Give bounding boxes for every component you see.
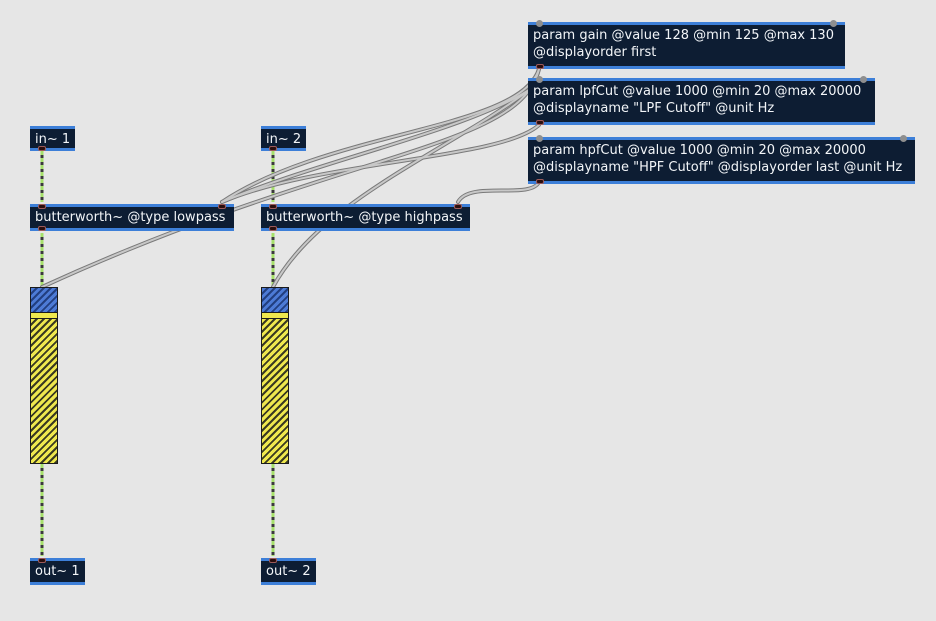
inlet-port[interactable] [269, 558, 277, 563]
inlet-port[interactable] [218, 204, 226, 209]
inlet-dot-icon [536, 20, 543, 27]
param-lpf-line2: @displayname "LPF Cutoff" @unit Hz [533, 101, 775, 116]
in2-object[interactable]: in~ 2 [261, 126, 306, 151]
out1-object[interactable]: out~ 1 [30, 558, 85, 585]
inlet-dot-icon [536, 76, 543, 83]
cord-hpf-to-highpass [457, 181, 540, 203]
meter-divider [262, 313, 288, 319]
param-hpf-line1: param hpfCut @value 1000 @min 20 @max 20… [533, 143, 866, 158]
inlet-port[interactable] [38, 558, 46, 563]
outlet-port[interactable] [536, 120, 544, 125]
outlet-port[interactable] [269, 146, 277, 151]
inlet-port[interactable] [269, 204, 277, 209]
param-gain-line1: param gain @value 128 @min 125 @max 130 [533, 28, 834, 43]
in2-label: in~ 2 [266, 132, 302, 147]
inlet-dot-icon [900, 135, 907, 142]
meter-peak-segment [31, 288, 57, 313]
out2-object[interactable]: out~ 2 [261, 558, 316, 585]
outlet-port[interactable] [536, 64, 544, 69]
param-hpf-line2: @displayname "HPF Cutoff" @displayorder … [533, 160, 903, 175]
in1-object[interactable]: in~ 1 [30, 126, 75, 151]
level-meter-1[interactable] [30, 287, 58, 464]
inlet-dot-icon [536, 135, 543, 142]
meter-peak-segment [262, 288, 288, 313]
param-lpf-line1: param lpfCut @value 1000 @min 20 @max 20… [533, 84, 862, 99]
inlet-port[interactable] [454, 204, 462, 209]
highpass-label: butterworth~ @type highpass [266, 210, 463, 225]
cord-gain-to-meter1 [41, 68, 540, 288]
param-gain-object[interactable]: param gain @value 128 @min 125 @max 130 … [528, 20, 845, 69]
param-gain-line2: @displayorder first [533, 45, 657, 60]
out2-label: out~ 2 [266, 564, 311, 579]
inlet-port[interactable] [38, 204, 46, 209]
meter-divider [31, 313, 57, 319]
control-cords [40, 67, 541, 289]
inlet-dot-icon [860, 76, 867, 83]
outlet-port[interactable] [38, 146, 46, 151]
outlet-port[interactable] [269, 226, 277, 231]
outlet-port[interactable] [536, 179, 544, 184]
meter-level-segment [262, 319, 288, 463]
butterworth-highpass-object[interactable]: butterworth~ @type highpass [261, 204, 470, 231]
butterworth-lowpass-object[interactable]: butterworth~ @type lowpass [30, 204, 234, 231]
out1-label: out~ 1 [35, 564, 80, 579]
inlet-dot-icon [830, 20, 837, 27]
meter-level-segment [31, 319, 57, 463]
cord-lpf-to-meter2 [272, 87, 533, 288]
param-lpfcut-object[interactable]: param lpfCut @value 1000 @min 20 @max 20… [528, 76, 875, 125]
lowpass-label: butterworth~ @type lowpass [35, 210, 226, 225]
level-meter-2[interactable] [261, 287, 289, 464]
outlet-port[interactable] [38, 226, 46, 231]
in1-label: in~ 1 [35, 132, 71, 147]
param-hpfcut-object[interactable]: param hpfCut @value 1000 @min 20 @max 20… [528, 135, 915, 184]
